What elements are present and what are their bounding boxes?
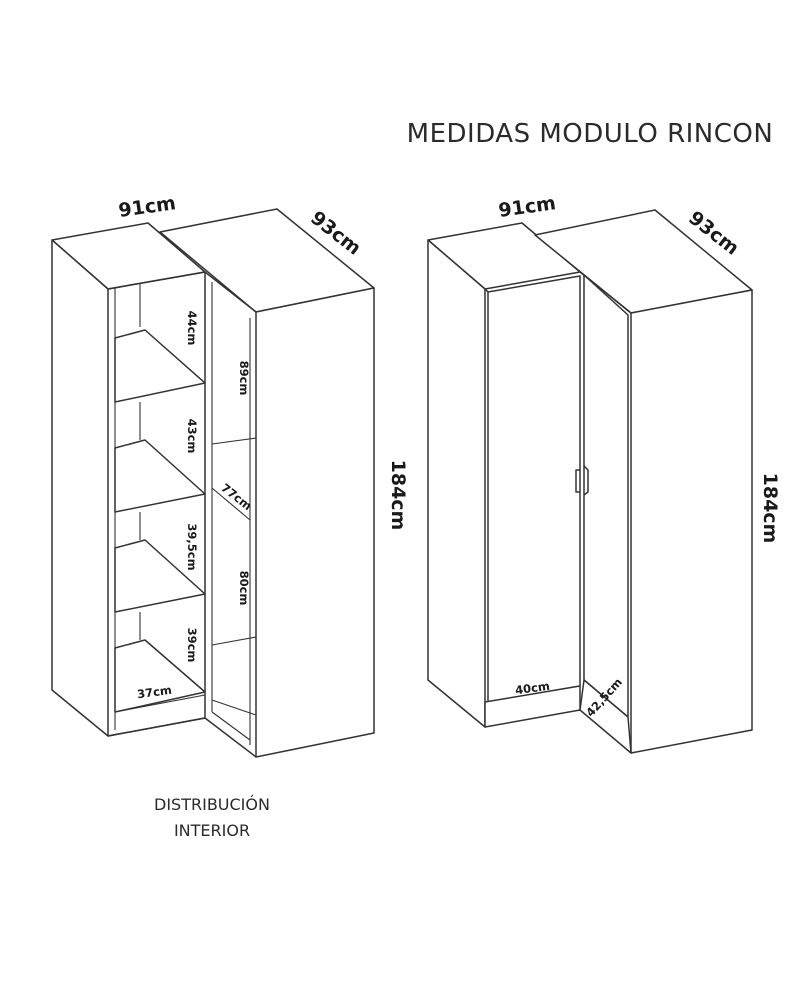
- hanging-lower-label: 80cm: [237, 571, 251, 606]
- door-handle: [575, 469, 580, 493]
- ext-right-side-panel: [630, 289, 753, 754]
- interior-height-label: 184cm: [387, 460, 409, 531]
- corner-plinth: [579, 679, 632, 754]
- shelf-height-2: 43cm: [185, 419, 199, 454]
- page-title: MEDIDAS MODULO RINCON: [407, 119, 774, 149]
- exterior-width-label: 91cm: [497, 192, 557, 222]
- shelf-height-4: 39cm: [185, 628, 199, 663]
- right-side-panel: [255, 287, 375, 758]
- interior-width-label: 91cm: [117, 192, 177, 222]
- exterior-view: 91cm 93cm 184cm 40cm 42,5cm: [427, 192, 781, 754]
- shelf-1: [114, 329, 206, 403]
- interior-view: 91cm 93cm 184cm 44cm 43cm 39,5cm 39cm 37…: [51, 192, 409, 840]
- inner-depth-label: 37cm: [136, 683, 172, 702]
- caption-line-1: DISTRIBUCIÓN: [154, 795, 270, 814]
- exterior-height-label: 184cm: [759, 473, 781, 544]
- left-door: [487, 275, 581, 703]
- shelf-height-1: 44cm: [185, 311, 199, 346]
- shelf-height-3: 39,5cm: [185, 523, 199, 570]
- hanging-upper-label: 89cm: [237, 361, 251, 396]
- right-door: [583, 274, 629, 718]
- left-side-panel: [51, 239, 109, 737]
- shelf-2: [114, 439, 206, 513]
- ext-left-side-panel: [427, 239, 486, 728]
- left-door-width-label: 40cm: [514, 679, 550, 698]
- shelf-3: [114, 539, 206, 613]
- caption-line-2: INTERIOR: [174, 821, 250, 840]
- bottom-panel: [114, 639, 206, 713]
